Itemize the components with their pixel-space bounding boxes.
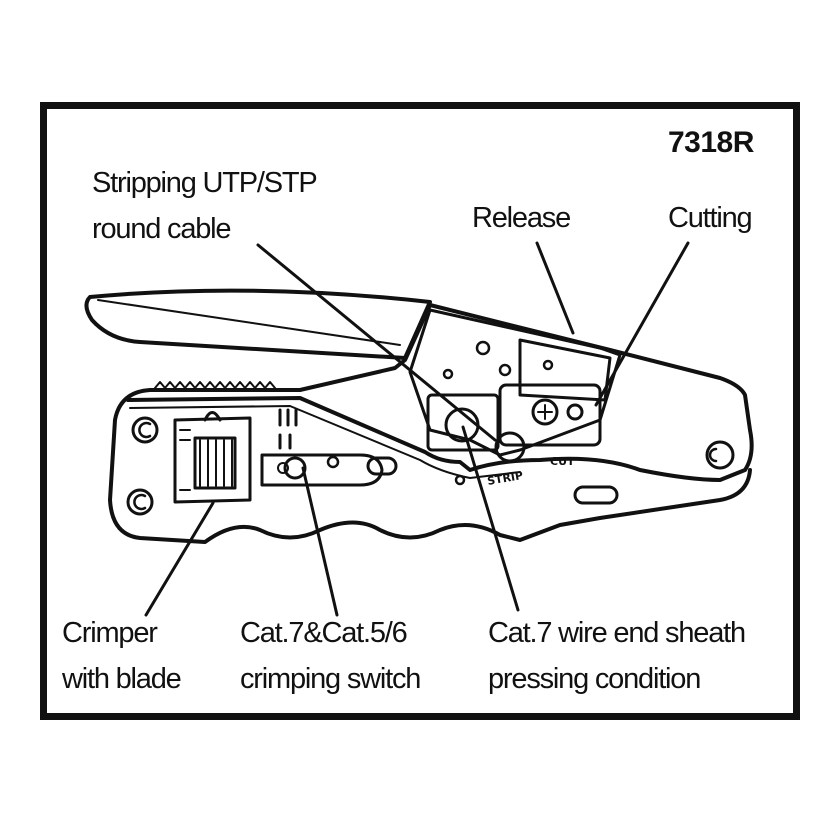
- stripping-jaw: [426, 393, 500, 452]
- cutting-pin: [566, 403, 584, 421]
- upper-handle-grip: [97, 299, 401, 346]
- crimper-window: [173, 416, 252, 504]
- cutting-block-outline: [518, 338, 612, 402]
- leader-stripping: [256, 243, 497, 442]
- handle-inner-outline: [129, 405, 521, 479]
- jaw-rivet-2: [475, 340, 491, 356]
- leader-release: [535, 241, 575, 335]
- leader-cutting: [594, 241, 690, 407]
- strip-marking: STRIP: [486, 469, 524, 488]
- handle-slot: [573, 485, 619, 505]
- cut-marking: CUT: [550, 455, 575, 468]
- label-release: Release: [472, 202, 571, 234]
- jaw-rivet-4: [498, 363, 512, 377]
- label-crimper: Crimper with blade: [62, 617, 182, 695]
- tool-body: [108, 303, 754, 544]
- jaw-upper-plate: [408, 308, 622, 457]
- cutting-block: [498, 383, 602, 447]
- leader-switch: [301, 466, 339, 617]
- handle-serration: [154, 381, 276, 389]
- label-sheath-pressing: Cat.7 wire end sheath pressing condition: [488, 617, 746, 695]
- leader-crimper: [144, 501, 215, 617]
- label-crimping-switch: Cat.7&Cat.5/6 crimping switch: [240, 617, 421, 695]
- left-hole-top: [131, 416, 159, 444]
- jaw-rivet-1: [542, 359, 554, 371]
- model-number: 7318R: [668, 126, 754, 159]
- sheath-press-hole: [494, 431, 526, 463]
- diagram-frame: [40, 102, 800, 720]
- switch-end: [366, 456, 398, 476]
- pivot-ring: [705, 440, 735, 470]
- switch-knob: [283, 456, 307, 480]
- crimper-notch: [203, 411, 222, 422]
- label-cutting: Cutting: [668, 202, 753, 234]
- crimper-die: [193, 436, 237, 490]
- cutting-screw: [531, 398, 559, 426]
- pivot-c: [708, 447, 718, 463]
- switch-pin: [326, 455, 340, 469]
- left-hole-bottom: [126, 488, 154, 516]
- label-stripping: Stripping UTP/STP round cable: [92, 167, 318, 245]
- body-rivet: [454, 474, 466, 486]
- jaw-rivet-3: [442, 368, 454, 380]
- leader-sheath: [461, 425, 520, 612]
- switch-marks: [278, 408, 298, 450]
- switch-slot: [260, 453, 384, 487]
